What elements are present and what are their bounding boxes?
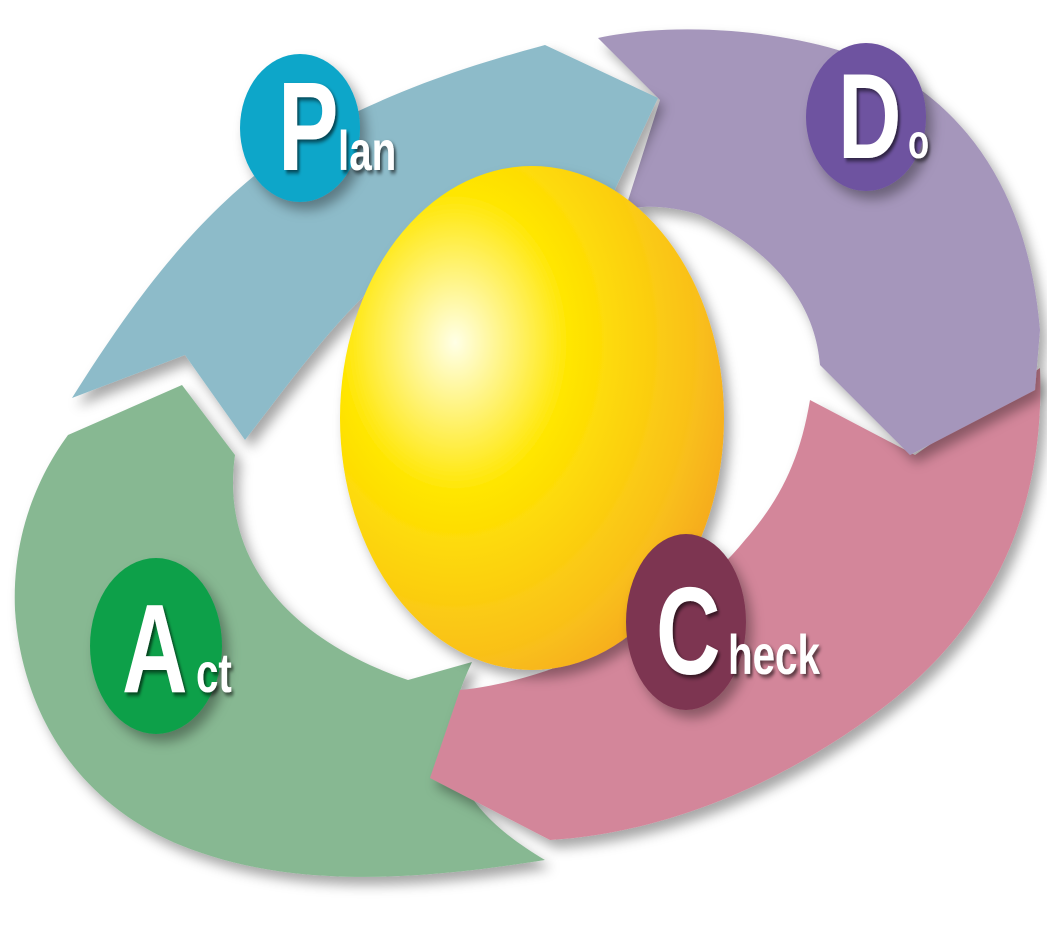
act-badge: A ct [90, 558, 232, 734]
check-rest: heck [728, 625, 821, 687]
do-badge-circle [806, 43, 926, 191]
check-badge-circle [626, 534, 746, 710]
do-arrow [598, 29, 1040, 456]
plan-badge-circle [240, 54, 360, 202]
center-sphere [340, 166, 724, 670]
check-initial: C [656, 562, 720, 701]
act-initial: A [122, 580, 188, 720]
check-badge: C heck [626, 534, 821, 710]
plan-rest: lan [338, 121, 396, 183]
plan-arrow [72, 45, 658, 440]
act-arrow [14, 385, 545, 877]
do-initial: D [838, 48, 901, 185]
act-badge-circle [90, 558, 222, 734]
do-rest: o [908, 114, 929, 168]
plan-initial: P [278, 58, 339, 198]
act-rest: ct [196, 643, 232, 705]
plan-badge: P lan [240, 54, 396, 202]
do-badge: D o [806, 43, 929, 191]
